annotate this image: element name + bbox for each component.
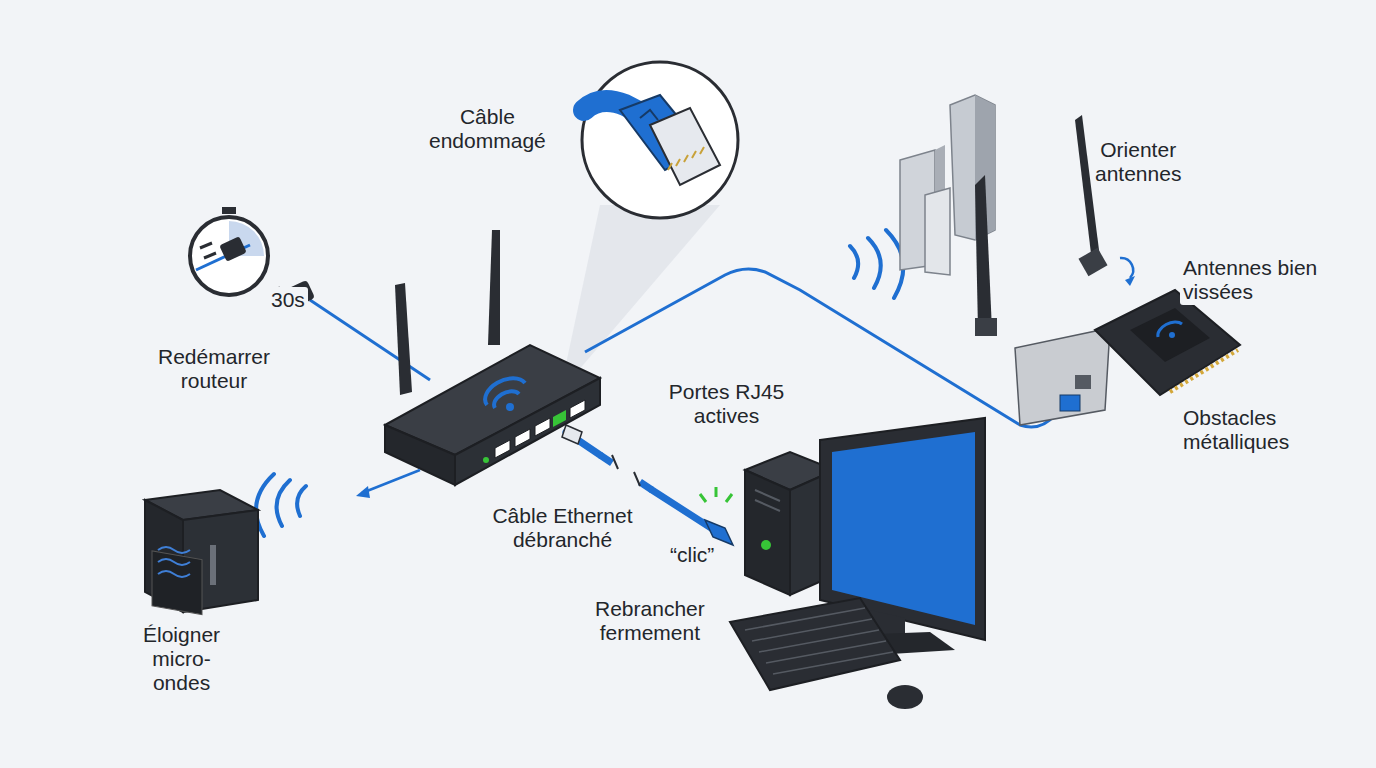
callout-wedge [560,205,720,392]
annotation-label: Orienter antennes [1092,137,1184,187]
annotation-label: Éloigner micro-ondes [140,622,223,696]
ethernet-cable-break [600,455,652,490]
microwave [145,490,258,615]
desktop-pc [730,418,985,709]
cable-break-mark [612,455,640,486]
annotation-label: “clic” [667,542,717,568]
arrow-head [356,486,370,498]
power-cable [310,300,430,380]
annotation-label: Redémarrer routeur [155,344,273,394]
click-mark [700,487,732,502]
annotation-label: Portes RJ45 actives [641,379,812,429]
router [385,230,600,485]
annotation-label: Câble endommagé [426,104,549,154]
annotation-label: Obstacles métalliques [1180,405,1292,455]
annotation-label: Rebrancher fermement [592,596,708,646]
annotation-label: Antennes bien vissées [1180,255,1336,305]
timer-icon [190,207,268,295]
annotation-label: 30s [268,287,308,313]
damaged-cable-callout [582,62,738,218]
annotation-label: Câble Ethernet débranché [472,503,653,553]
arrow-line [362,470,420,493]
